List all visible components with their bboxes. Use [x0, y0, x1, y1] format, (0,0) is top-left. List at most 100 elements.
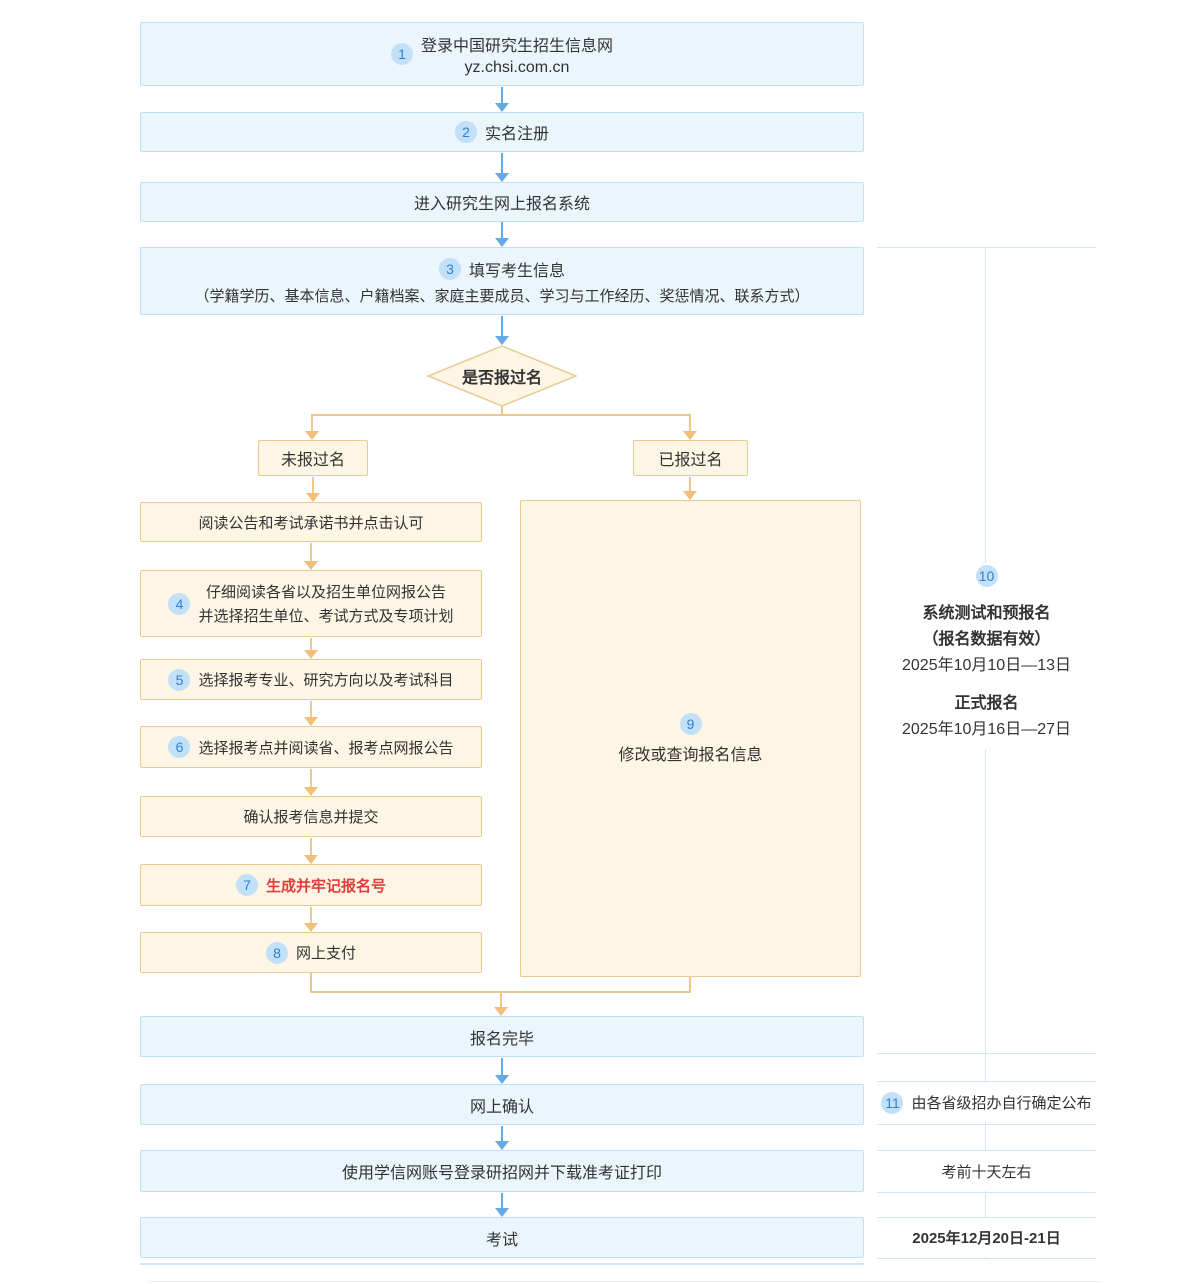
step-choose-site-box: 6 选择报考点并阅读省、报考点网报公告 — [140, 726, 482, 768]
arrow-down-icon — [304, 907, 318, 932]
step-number-badge: 9 — [679, 712, 702, 735]
step-exam-box: 考试 — [140, 1217, 864, 1258]
step-fill-info-detail: （学籍学历、基本信息、户籍档案、家庭主要成员、学习与工作经历、奖惩情况、联系方式… — [194, 287, 810, 305]
step-number-badge: 3 — [438, 257, 461, 280]
step-number-badge: 8 — [265, 941, 288, 964]
decision-label: 是否报过名 — [461, 370, 542, 387]
sidebar-rule — [877, 1150, 1096, 1151]
arrow-down-icon — [304, 638, 318, 659]
step-modify-query-box: 9 修改或查询报名信息 — [520, 500, 861, 977]
cutoff-shadow-line — [150, 1281, 1100, 1282]
arrow-down-icon — [494, 993, 508, 1016]
sidebar-download-note-block: 考前十天左右 — [877, 1151, 1096, 1191]
arrow-down-icon — [495, 87, 509, 112]
confirm-publish-note: 由各省级招办自行确定公布 — [911, 1095, 1092, 1112]
step-online-confirm-label: 网上确认 — [469, 1098, 534, 1116]
step-fill-info-label: 填写考生信息 — [468, 262, 565, 280]
step-pay-online-box: 8 网上支付 — [140, 932, 482, 973]
connector-line — [311, 414, 691, 416]
step-login-box: 1 登录中国研究生招生信息网 yz.chsi.com.cn — [140, 22, 864, 86]
step-read-province-text: 仔细阅读各省以及招生单位网报公告 并选择招生单位、考试方式及专项计划 — [198, 581, 453, 626]
step-choose-major-box: 5 选择报考专业、研究方向以及考试科目 — [140, 659, 482, 700]
arrow-down-icon — [304, 769, 318, 796]
step-read-province-box: 4 仔细阅读各省以及招生单位网报公告 并选择招生单位、考试方式及专项计划 — [140, 570, 482, 637]
arrow-down-icon — [304, 701, 318, 726]
step-finished-box: 报名完毕 — [140, 1016, 864, 1057]
step-register-label: 实名注册 — [484, 126, 549, 143]
exam-date-text: 2025年12月20日-21日 — [912, 1230, 1061, 1247]
step-remember-number-box: 7 生成并牢记报名号 — [140, 864, 482, 906]
sidebar-exam-date-block: 2025年12月20日-21日 — [877, 1218, 1096, 1257]
step-login-url: yz.chsi.com.cn — [464, 58, 570, 76]
arrow-down-icon — [305, 415, 319, 440]
step-read-notice-label: 阅读公告和考试承诺书并点击认可 — [198, 514, 424, 532]
step-finished-label: 报名完毕 — [469, 1030, 534, 1048]
step-download-ticket-label: 使用学信网账号登录研招网并下载准考证打印 — [341, 1165, 662, 1182]
sidebar-confirm-note-block: 11 由各省级招办自行确定公布 — [877, 1083, 1096, 1122]
arrow-down-icon — [495, 222, 509, 247]
step-number-badge: 7 — [235, 874, 258, 896]
step-fill-info-box: 3 填写考生信息 （学籍学历、基本信息、户籍档案、家庭主要成员、学习与工作经历、… — [140, 247, 864, 315]
step-number-badge: 5 — [168, 668, 191, 691]
step-read-province-line2: 并选择招生单位、考试方式及专项计划 — [198, 608, 454, 625]
arrow-down-icon — [683, 415, 697, 440]
pre-registration-title: 系统测试和预报名 — [922, 605, 1051, 622]
step-choose-site-label: 选择报考点并阅读省、报考点网报公告 — [198, 739, 454, 757]
sidebar-rule — [877, 1124, 1096, 1125]
arrow-down-icon — [495, 316, 509, 345]
step-read-notice-box: 阅读公告和考试承诺书并点击认可 — [140, 502, 482, 542]
step-register-box: 2 实名注册 — [140, 112, 864, 152]
branch-registered-box: 已报过名 — [633, 440, 748, 476]
arrow-down-icon — [683, 477, 697, 500]
sidebar-rule — [877, 1192, 1096, 1193]
step-number-badge: 2 — [454, 121, 477, 143]
sidebar-rule — [877, 247, 1096, 248]
step-exam-label: 考试 — [485, 1231, 518, 1249]
arrow-down-icon — [495, 1058, 509, 1084]
step-confirm-submit-box: 确认报考信息并提交 — [140, 796, 482, 837]
step-login-title: 登录中国研究生招生信息网 — [420, 37, 613, 55]
connector-line — [501, 406, 503, 415]
step-pay-online-label: 网上支付 — [295, 945, 356, 962]
connector-line — [310, 991, 691, 993]
connector-line — [689, 977, 691, 993]
step-number-badge: 10 — [975, 565, 998, 587]
pre-registration-dates: 2025年10月10日—13日 — [902, 657, 1071, 674]
arrow-down-icon — [306, 477, 320, 502]
arrow-down-icon — [495, 1193, 509, 1217]
cutoff-box-edge — [140, 1263, 864, 1265]
official-registration-title: 正式报名 — [954, 695, 1019, 712]
step-number-badge: 1 — [390, 43, 413, 65]
step-number-badge: 11 — [881, 1091, 904, 1114]
step-online-confirm-box: 网上确认 — [140, 1084, 864, 1125]
step-read-province-line1: 仔细阅读各省以及招生单位网报公告 — [205, 584, 446, 601]
step-enter-system-box: 进入研究生网上报名系统 — [140, 182, 864, 222]
step-download-ticket-box: 使用学信网账号登录研招网并下载准考证打印 — [140, 1150, 864, 1192]
sidebar-rule — [877, 1053, 1096, 1054]
arrow-down-icon — [304, 838, 318, 864]
step-number-badge: 6 — [168, 736, 191, 758]
sidebar-vertical-rule — [985, 247, 986, 1258]
sidebar-rule — [877, 1258, 1096, 1259]
connector-line — [310, 973, 312, 993]
sidebar-rule — [877, 1217, 1096, 1218]
branch-not-registered-label: 未报过名 — [280, 452, 345, 469]
arrow-down-icon — [495, 1126, 509, 1150]
branch-registered-label: 已报过名 — [658, 452, 723, 469]
step-login-text: 登录中国研究生招生信息网 yz.chsi.com.cn — [421, 32, 613, 77]
download-timing-note: 考前十天左右 — [941, 1163, 1032, 1181]
sidebar-rule — [877, 1081, 1096, 1082]
step-choose-major-label: 选择报考专业、研究方向以及考试科目 — [198, 672, 454, 689]
pre-registration-note: （报名数据有效） — [922, 631, 1051, 648]
step-enter-system-label: 进入研究生网上报名系统 — [413, 196, 590, 213]
step-number-badge: 4 — [168, 592, 191, 615]
arrow-down-icon — [304, 543, 318, 570]
sidebar-schedule-block: 10 系统测试和预报名 （报名数据有效） 2025年10月10日—13日 正式报… — [877, 563, 1096, 749]
arrow-down-icon — [495, 153, 509, 182]
step-confirm-submit-label: 确认报考信息并提交 — [243, 809, 379, 826]
step-modify-query-label: 修改或查询报名信息 — [618, 746, 763, 764]
official-registration-dates: 2025年10月16日—27日 — [902, 721, 1071, 738]
step-fill-info-heading: 3 填写考生信息 — [438, 257, 565, 281]
step-remember-number-label: 生成并牢记报名号 — [265, 877, 386, 895]
